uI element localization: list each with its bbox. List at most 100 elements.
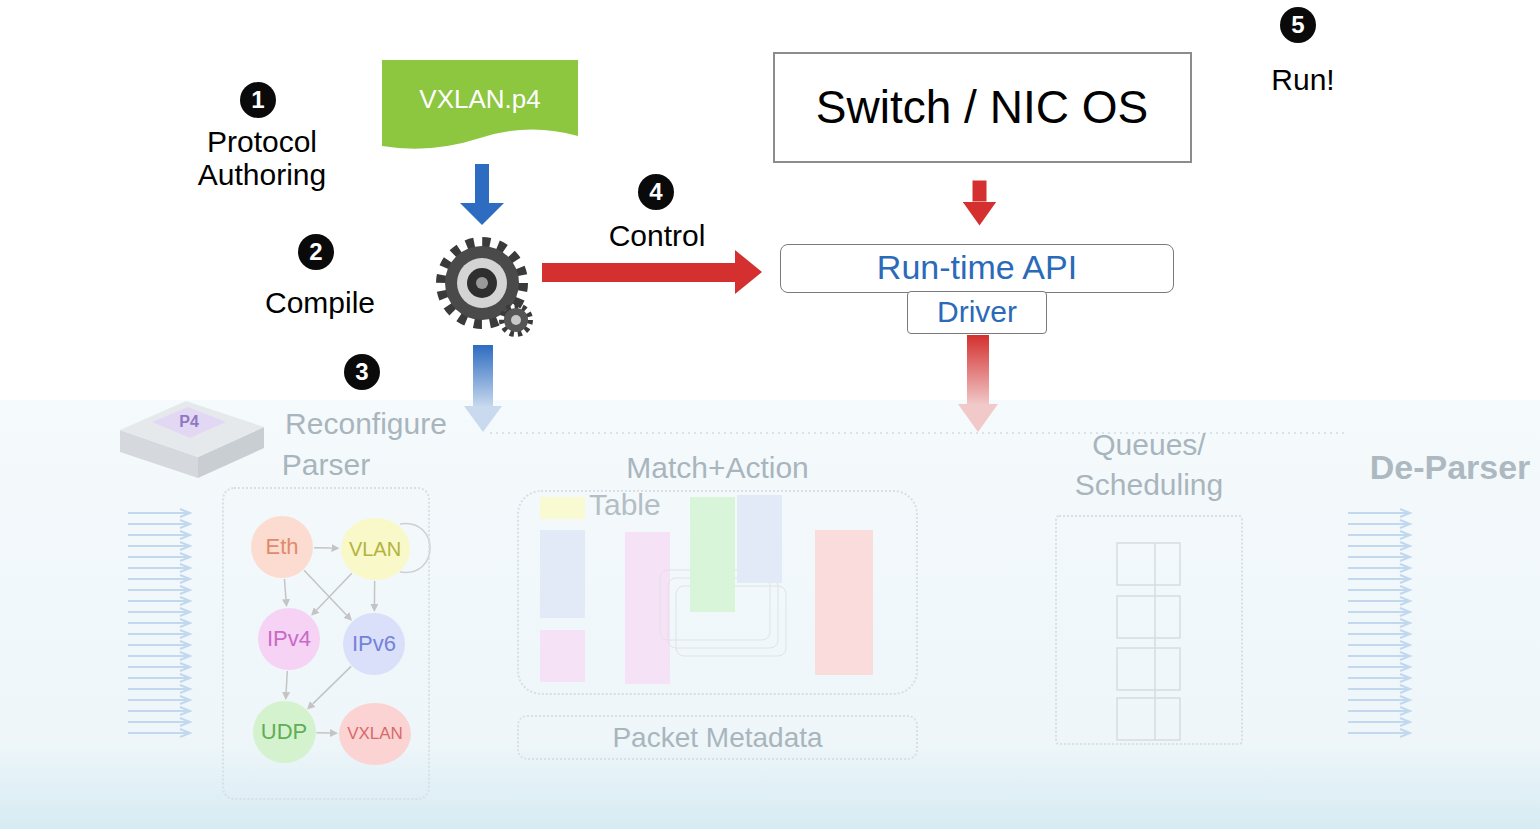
protocol-state: VXLAN: [339, 703, 411, 765]
stream-arrow: [128, 630, 190, 638]
table-block: [737, 495, 782, 583]
arrow-shaft: [542, 263, 738, 282]
node-label: Eth: [265, 534, 298, 559]
stream-arrow: [1348, 553, 1410, 561]
stream-arrow: [128, 619, 190, 627]
step-label: Control: [609, 219, 706, 252]
callout-circle: [240, 82, 276, 118]
gear-hub: [467, 268, 497, 298]
stream-arrow: [1348, 641, 1410, 649]
os-box: Switch / NIC OS: [773, 52, 1192, 163]
ellipse-outline: [251, 516, 313, 578]
callout-number: 3: [355, 359, 368, 385]
stream-arrow: [1348, 619, 1410, 627]
node-label: IPv6: [352, 631, 396, 656]
reconfigure-arrow: [464, 345, 502, 432]
arrow-head: [958, 404, 998, 432]
arrow-head: [735, 250, 762, 294]
parse-transition: [286, 671, 287, 692]
step-label: Run!: [1271, 63, 1334, 96]
node-label: UDP: [261, 719, 307, 744]
stream-arrow: [128, 608, 190, 616]
region-text: Table: [589, 490, 916, 520]
region-heading: Packet Metadata: [612, 721, 822, 755]
node-label: Run-time API: [877, 248, 1077, 287]
chip-top: [120, 401, 264, 457]
api-box: Run-time API: [780, 244, 1174, 293]
ellipse-outline: [339, 703, 411, 765]
stream-arrow: [1348, 718, 1410, 726]
stream-arrow: [128, 674, 190, 682]
stream-arrow: [1348, 685, 1410, 693]
table-block: [625, 532, 670, 684]
stream-arrow: [1348, 586, 1410, 594]
control-arrow: [542, 250, 762, 294]
small-gear-teeth: [502, 306, 530, 334]
arrow-shaft: [967, 335, 989, 405]
stream-arrow: [1348, 652, 1410, 660]
step-label: Protocol Authoring: [167, 125, 357, 191]
compile-arrow: [460, 164, 504, 225]
arrow-shaft: [473, 345, 493, 407]
arrow-shaft: [475, 164, 489, 204]
region-heading: Parser: [224, 447, 428, 483]
driver-arrow: [958, 335, 998, 432]
control-flow-arrow: [973, 181, 987, 202]
callout-number: 2: [309, 239, 322, 265]
parse-transition: [316, 732, 330, 734]
stream-arrow: [1348, 531, 1410, 539]
flag-outline: [382, 60, 578, 149]
protocol-state: IPv4: [258, 608, 320, 670]
stream-arrow: [128, 509, 190, 517]
callout-number: 1: [251, 87, 264, 113]
protocol-state: UDP: [253, 701, 316, 763]
protocol-state: IPv6: [343, 613, 405, 675]
match-action-region: Match+ActionTable: [517, 490, 918, 695]
table-blocks: [540, 495, 873, 684]
stream-arrow: [128, 564, 190, 572]
fifo-box: [1117, 698, 1180, 740]
stream-arrow: [128, 542, 190, 550]
packet-stream-arrows: [128, 509, 1410, 737]
stream-arrow: [1348, 608, 1410, 616]
parse-transition: [284, 579, 286, 599]
stream-arrow: [1348, 663, 1410, 671]
stream-arrow: [1348, 575, 1410, 583]
callout-number: 5: [1291, 12, 1304, 38]
small-gear-body: [504, 308, 528, 332]
stream-arrow: [1348, 696, 1410, 704]
fifo-box: [1117, 648, 1180, 690]
ellipse-outline: [253, 701, 316, 763]
protocol-state: VLAN: [341, 518, 410, 580]
parse-transition: [304, 570, 346, 615]
parse-transition: [313, 666, 351, 703]
table-block: [540, 630, 585, 682]
stream-arrow: [128, 520, 190, 528]
stream-arrow: [1348, 520, 1410, 528]
stream-arrow: [128, 718, 190, 726]
p4-logo-text: P4: [179, 413, 199, 431]
step-label: Reconfigure: [285, 407, 447, 440]
stream-arrow: [1348, 630, 1410, 638]
arrow-head: [464, 406, 502, 432]
arrow-head: [460, 203, 504, 225]
stream-arrow: [128, 729, 190, 737]
queues-region: Queues/ Scheduling: [1055, 515, 1243, 745]
node-label: Switch / NIC OS: [816, 81, 1148, 134]
driver-box: Driver: [907, 291, 1047, 334]
region-heading: Match+Action: [519, 450, 916, 486]
fifo-queues: [1117, 543, 1180, 740]
callout-number: 4: [649, 179, 662, 205]
stream-arrow: [1348, 707, 1410, 715]
gear-ring: [457, 258, 507, 308]
stream-arrow: [128, 652, 190, 660]
stream-arrow: [1348, 674, 1410, 682]
node-label: IPv4: [267, 626, 311, 651]
fifo-box: [1117, 596, 1180, 638]
step-label: Compile: [265, 286, 375, 319]
stream-arrow: [128, 685, 190, 693]
